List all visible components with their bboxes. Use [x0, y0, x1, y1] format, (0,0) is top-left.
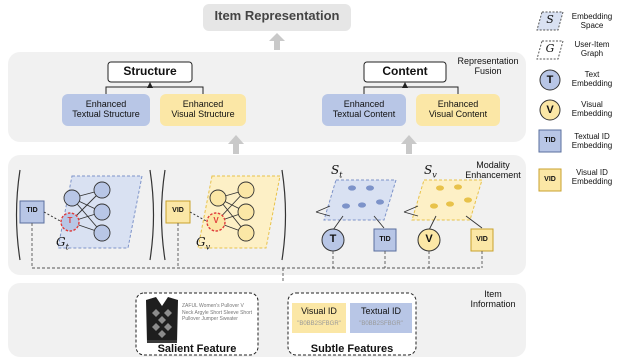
vid-label-content: VID — [476, 236, 488, 243]
item-representation-box — [203, 4, 351, 31]
v-embedding-label: V — [425, 233, 433, 245]
text-graph-node — [93, 181, 111, 199]
legend-label-text-embedding: Text Embedding — [571, 70, 613, 89]
v-node-highlight — [206, 212, 226, 232]
g-v-label: Gv — [196, 235, 211, 252]
enhanced-visual-structure-box — [160, 94, 246, 126]
visual-space-axes — [403, 205, 419, 217]
embedding-space-icon — [536, 11, 564, 31]
t-to-space-line — [332, 215, 344, 231]
text-graph-bracket — [15, 169, 287, 261]
legend-glyph-s: S — [546, 13, 554, 26]
visual-id-box — [292, 303, 346, 333]
t-embedding-label: T — [329, 233, 337, 245]
textual-id-box — [350, 303, 412, 333]
legend-label-user-item-graph: User-Item Graph — [574, 40, 610, 59]
visual-id-label: Visual ID — [301, 306, 337, 316]
visual-id-value: "B0BB2SFBGR" — [297, 321, 341, 327]
enhanced-textual-content-label: Enhanced Textual Content — [332, 99, 396, 120]
user-item-graph-icon — [536, 40, 564, 60]
structure-label: Structure — [123, 64, 177, 78]
enhanced-visual-structure-label: Enhanced Visual Structure — [171, 99, 235, 120]
legend-label-embedding-space: Embedding Space — [571, 12, 613, 31]
s-v-label: Sv — [424, 163, 437, 180]
fusion-section-label: Representation Fusion — [457, 56, 519, 77]
vid-label-graph: VID — [172, 207, 184, 214]
product-description: ZAFUL Women's Pullover V Neck Argyle Sho… — [182, 303, 253, 322]
vid-to-v-dashed — [189, 211, 209, 223]
text-embedding-points — [342, 185, 384, 209]
textual-id-label: Textual ID — [360, 306, 402, 316]
content-label: Content — [382, 64, 428, 78]
legend-glyph-v: V — [546, 104, 554, 116]
text-embedding-space-plane — [323, 179, 397, 221]
item-information-panel — [8, 283, 526, 357]
text-graph-node — [93, 224, 111, 242]
visual-graph-node — [237, 181, 255, 199]
text-embedding-icon — [539, 69, 561, 91]
enhanced-visual-content-box — [416, 94, 500, 126]
tid-to-t-dashed — [43, 211, 63, 223]
info-to-modality-dashed-lines — [31, 223, 483, 283]
fusion-to-representation-arrow — [269, 33, 285, 50]
text-graph-node — [63, 189, 81, 207]
enhanced-textual-structure-label: Enhanced Textual Structure — [72, 99, 140, 120]
structure-tree-connector — [105, 82, 459, 94]
legend-label-visual-embedding: Visual Embedding — [571, 100, 613, 119]
s-t-label: St — [331, 163, 343, 180]
t-node-highlight — [60, 212, 80, 232]
text-space-axes — [315, 205, 331, 217]
textual-id-value: "B0BB2SFBGR" — [359, 321, 403, 327]
info-section-label: Item Information — [470, 289, 516, 310]
visual-embedding-icon — [539, 99, 561, 121]
enhanced-textual-content-box — [322, 94, 406, 126]
legend-label-textual-id-embedding: Textual ID Embedding — [571, 132, 613, 151]
text-graph-node — [93, 203, 111, 221]
legend-glyph-vid: VID — [544, 176, 556, 183]
tid-to-space-line — [373, 215, 385, 229]
t-node-label: T — [67, 216, 73, 225]
vid-to-space-line — [465, 215, 483, 229]
visual-graph-node — [237, 224, 255, 242]
tid-label-graph: TID — [26, 207, 38, 214]
visual-graph-node — [237, 203, 255, 221]
sweater-image — [146, 297, 178, 343]
visual-id-embedding-icon — [538, 168, 562, 192]
textual-id-embedding-icon — [538, 129, 562, 153]
g-t-label: Gt — [56, 235, 69, 252]
enhanced-visual-content-label: Enhanced Visual Content — [428, 99, 488, 120]
legend-label-visual-id-embedding: Visual ID Embedding — [571, 168, 613, 187]
item-representation-title: Item Representation — [214, 8, 340, 23]
legend-glyph-t: T — [546, 74, 554, 86]
visual-embedding-points — [430, 184, 472, 209]
legend-glyph-g: G — [545, 42, 555, 55]
v-to-space-line — [428, 215, 437, 231]
visual-graph-node — [209, 189, 227, 207]
legend-glyph-tid: TID — [544, 137, 556, 144]
salient-feature-label: Salient Feature — [157, 343, 237, 355]
subtle-features-label: Subtle Features — [310, 343, 394, 355]
modality-section-label: Modality Enhancement — [465, 160, 521, 181]
tid-label-content: TID — [379, 236, 391, 243]
v-node-label: V — [213, 216, 219, 225]
modality-to-fusion-arrows — [228, 135, 417, 154]
enhanced-textual-structure-box — [62, 94, 150, 126]
